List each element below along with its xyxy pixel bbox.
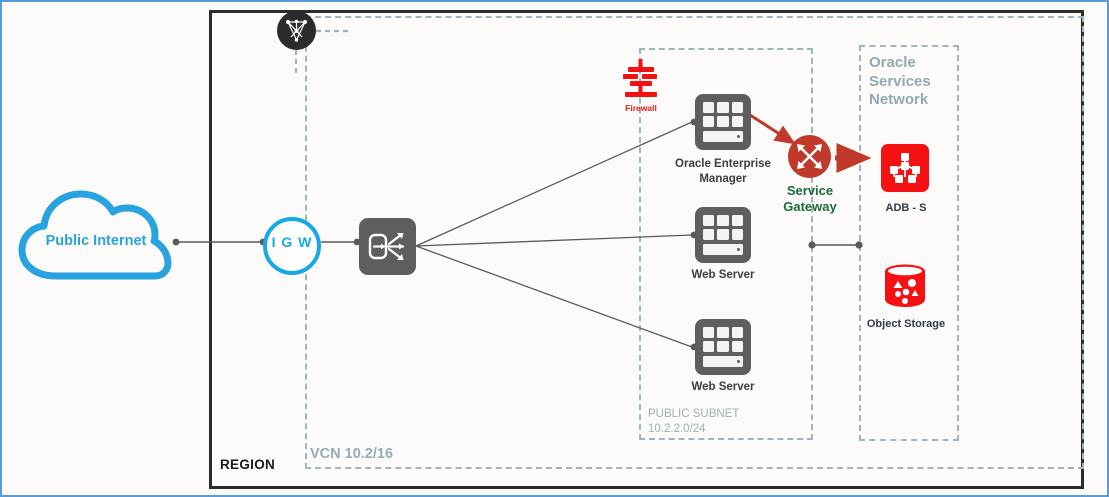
autonomous-database-icon[interactable] [881, 144, 929, 192]
oracle-enterprise-manager-label: Oracle Enterprise Manager [675, 158, 771, 185]
server-icon[interactable] [695, 207, 751, 263]
public-subnet-name: PUBLIC SUBNET [648, 408, 740, 420]
oracle-services-network-label: Oracle Services Network [869, 54, 964, 110]
cloud-icon [18, 190, 172, 280]
firewall-label: Firewall [625, 103, 657, 113]
service-gateway-label: Service Gateway [777, 183, 843, 215]
object-storage-label: Object Storage [866, 318, 946, 330]
region-label: REGION [220, 457, 276, 472]
firewall-icon [623, 59, 657, 97]
web-server-2-label: Web Server [691, 381, 755, 393]
internet-gateway-label: I G W [271, 234, 313, 250]
network-badge-icon [277, 11, 316, 50]
web-server-1-label: Web Server [691, 269, 755, 281]
server-icon[interactable] [695, 319, 751, 375]
osn-label-line1: Oracle [869, 54, 916, 71]
osn-label-line2: Services [869, 72, 931, 90]
service-gateway-icon[interactable] [788, 135, 831, 178]
vcn-label: VCN 10.2/16 [310, 446, 394, 462]
public-internet-label: Public Internet [45, 233, 147, 249]
server-icon[interactable] [695, 94, 751, 150]
service-gateway-label-line1: Service [786, 183, 834, 198]
service-gateway-label-line2: Gateway [783, 199, 837, 214]
public-subnet-cidr: 10.2.2.0/24 [648, 423, 706, 435]
public-subnet-label: PUBLIC SUBNET 10.2.2.0/24 [648, 407, 739, 437]
osn-label-line3: Network [869, 91, 929, 108]
object-storage-icon[interactable] [881, 261, 929, 309]
adbs-label: ADB - S [885, 202, 927, 214]
load-balancer-icon[interactable] [359, 218, 416, 275]
internet-gateway-icon[interactable] [263, 217, 321, 275]
